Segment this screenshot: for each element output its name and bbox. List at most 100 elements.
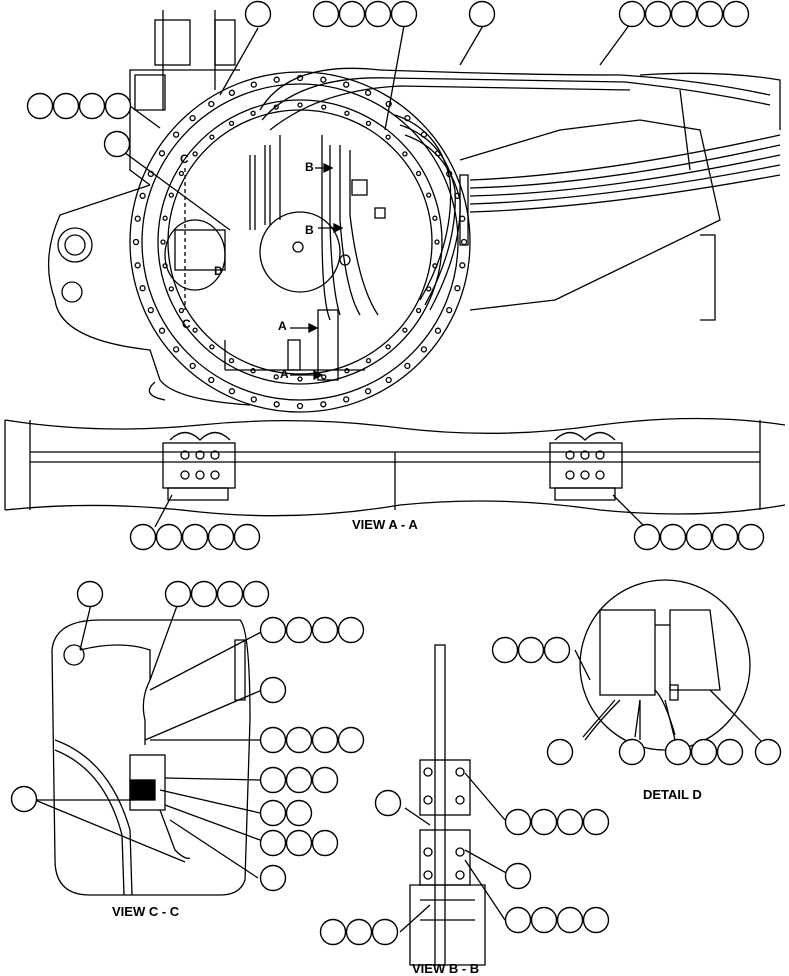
view-cc-drawing — [34, 599, 266, 896]
ring-bolt — [434, 327, 442, 334]
callout-balloon — [26, 92, 54, 120]
section-mark-b-top: B — [305, 160, 314, 174]
ring-bolt — [320, 76, 327, 83]
view-cc-caption: VIEW C - C — [112, 904, 180, 919]
callout-balloon — [103, 130, 131, 158]
callout-balloon — [259, 676, 287, 704]
callout-balloon-group — [10, 0, 782, 946]
callout-balloon — [685, 523, 713, 551]
callout-balloon — [285, 799, 313, 827]
callout-balloon — [129, 523, 157, 551]
callout-balloon — [364, 0, 392, 28]
callout-balloon — [233, 523, 261, 551]
callout-balloon — [530, 906, 558, 934]
ring-bolt — [250, 81, 257, 88]
callout-balloon — [690, 738, 718, 766]
ring-bolt-inner — [321, 374, 327, 380]
ring-bolt-inner — [415, 307, 422, 314]
ring-bolt-inner — [273, 374, 279, 380]
callout-balloon — [337, 616, 365, 644]
ring-bolt — [364, 89, 372, 96]
callout-balloon — [371, 918, 399, 946]
ring-bolt — [208, 376, 215, 384]
ring-bolt — [296, 402, 304, 410]
ring-bolt — [273, 401, 280, 408]
callout-balloon — [311, 726, 339, 754]
ring-bolt-inner — [434, 239, 440, 245]
ring-bolt-inner — [415, 170, 422, 177]
ring-bolt-inner — [178, 170, 185, 177]
callout-balloon — [10, 785, 38, 813]
callout-balloon — [543, 636, 571, 664]
ring-bolt-inner — [250, 368, 256, 374]
ring-bolt-inner — [228, 120, 235, 127]
ring-bolt-inner — [402, 327, 408, 333]
ring-bolt — [172, 346, 180, 353]
callout-balloon — [181, 523, 209, 551]
section-mark-c-bottom: C — [182, 317, 191, 331]
callout-balloon — [556, 808, 584, 836]
ring-bolt — [189, 362, 196, 370]
ring-bolt-inner — [162, 263, 168, 269]
callout-balloon — [207, 523, 235, 551]
ring-bolt — [454, 285, 461, 292]
section-mark-a-top: A — [278, 319, 287, 333]
ring-bolt — [158, 150, 166, 157]
view-bb-caption: VIEW B - B — [412, 961, 480, 976]
callout-balloon — [52, 92, 80, 120]
callout-balloon — [556, 906, 584, 934]
callout-balloon — [345, 918, 373, 946]
view-aa-drawing — [4, 417, 786, 528]
ring-bolt-inner — [365, 357, 372, 364]
callout-balloon — [664, 738, 692, 766]
section-mark-a-bottom: A — [280, 367, 289, 381]
callout-balloon — [285, 726, 313, 754]
detail-d-caption: DETAIL D — [643, 787, 702, 802]
ring-bolt-inner — [385, 344, 391, 350]
callout-balloon — [259, 864, 287, 892]
callout-balloon — [259, 616, 287, 644]
ring-bolt-inner — [344, 110, 350, 116]
ring-bolt-inner — [250, 110, 256, 116]
ring-bolt-inner — [402, 151, 408, 157]
callout-balloon — [155, 523, 183, 551]
main-assembly-view: C C B B A A D — [47, 10, 781, 413]
ring-bolt — [172, 131, 180, 138]
section-mark-b-bottom: B — [305, 223, 314, 237]
callout-balloon — [76, 580, 104, 608]
ring-bolt — [404, 362, 411, 370]
callout-balloon — [164, 580, 192, 608]
callout-balloon — [311, 829, 339, 857]
ring-bolt — [420, 346, 428, 353]
ring-bolt-inner — [426, 192, 432, 198]
ring-bolt — [250, 396, 257, 403]
callout-balloon — [311, 766, 339, 794]
ring-bolt — [147, 306, 154, 314]
callout-balloon — [754, 738, 782, 766]
callout-balloon — [338, 0, 366, 28]
ring-bolt — [208, 100, 215, 108]
ring-bolt-inner — [160, 239, 166, 245]
ring-bolt — [134, 262, 141, 269]
ring-bolt — [189, 114, 196, 122]
callout-balloon — [517, 636, 545, 664]
callout-balloon — [259, 726, 287, 754]
callout-balloon — [670, 0, 698, 28]
callout-balloon — [504, 808, 532, 836]
callout-balloon — [312, 0, 340, 28]
callout-balloon — [285, 766, 313, 794]
ring-bolt-inner — [168, 286, 174, 292]
callout-balloon — [259, 799, 287, 827]
ring-bolt-inner — [297, 376, 303, 382]
callout-balloon — [644, 0, 672, 28]
ring-bolt-inner — [192, 151, 198, 157]
callout-balloon — [582, 808, 610, 836]
ring-bolt — [343, 81, 350, 88]
callout-balloon — [696, 0, 724, 28]
ring-bolt — [385, 376, 392, 384]
callout-balloon — [259, 766, 287, 794]
ring-bolt — [459, 262, 466, 269]
callout-balloon — [216, 580, 244, 608]
detail-mark-d: D — [214, 264, 223, 278]
